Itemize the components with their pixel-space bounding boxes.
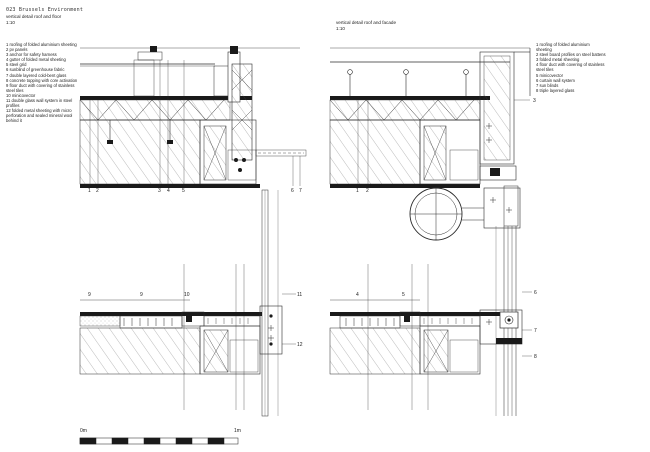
callout-label: 11	[297, 292, 302, 298]
right-view-scale: 1:10	[336, 26, 345, 31]
left-legend: 1 roofing of folded aluminium sheeting 2…	[6, 42, 78, 124]
scale-bar-end-label: 1m	[234, 428, 241, 434]
callout-label: 9	[88, 292, 91, 298]
legend-item: 8 triple layered glass	[536, 87, 575, 93]
callout-label: 5	[182, 188, 185, 194]
callout-label: 8	[534, 354, 537, 360]
callout-label: 1	[356, 188, 359, 194]
callout-label: 7	[299, 188, 302, 194]
callout-label: 4	[356, 292, 359, 298]
callout-label: 2	[366, 188, 369, 194]
legend-item: 7 double layered cold-bent glass	[6, 72, 67, 78]
project-title: 023 Brussels Environment	[6, 7, 84, 13]
callout-label: 3	[158, 188, 161, 194]
legend-item: 1 roofing of folded aluminium sheeting	[6, 42, 77, 47]
left-roof-detail	[79, 46, 307, 417]
right-floor-detail	[329, 291, 532, 375]
legend-item: 6 curtain wall system	[536, 77, 575, 83]
callout-label: 5	[402, 292, 405, 298]
legend-item: 2 pv panels	[6, 47, 28, 53]
scale-bar	[79, 437, 239, 445]
right-legend: 1 roofing of folded aluminium sheeting 2…	[536, 42, 606, 93]
left-floor-detail	[79, 293, 296, 375]
legend-item: 5 steel grid	[6, 62, 27, 68]
left-view-subtitle: vertical detail roof and floor	[6, 14, 62, 19]
right-roof-detail	[329, 47, 531, 416]
callout-label: 4	[167, 188, 170, 194]
legend-item: 6 sunblind of greenhouse fabric	[6, 67, 65, 73]
legend-item: 5 minicovector	[536, 72, 563, 78]
legend-item: 11 double glass wall system in steel pro…	[6, 98, 73, 109]
callout-label: 6	[291, 188, 294, 194]
left-top-leader-lines	[89, 60, 301, 410]
legend-item: 12 folded metal sheeting with micro perf…	[6, 108, 73, 124]
right-view-subtitle: vertical detail roof and facade	[336, 20, 397, 25]
legend-item: 7 sun blinds	[536, 82, 559, 88]
callout-label: 10	[184, 292, 190, 298]
scale-bar-start-label: 0m	[80, 428, 87, 434]
callout-label: 2	[96, 188, 99, 194]
legend-item: 9 floor duct with covering of stainless …	[6, 82, 75, 93]
legend-item: 1 roofing of folded aluminium sheeting	[536, 42, 590, 53]
legend-item: 4 gutter of folded metal sheeting	[6, 57, 66, 63]
callout-label: 1	[88, 188, 91, 194]
legend-item: 2 steel board profiles on steel battens	[536, 52, 606, 58]
left-view-scale: 1:10	[6, 20, 15, 25]
callout-label: 7	[534, 328, 537, 334]
legend-item: 3 folded metal sheeting	[536, 57, 580, 63]
callout-label: 3	[533, 98, 536, 104]
legend-item: 10 minicovector	[6, 92, 36, 98]
callout-label: 9	[140, 292, 143, 298]
callout-label: 6	[534, 290, 537, 296]
legend-item: 3 anchor for safety harness	[6, 52, 57, 58]
legend-item: 4 floor duct with covering of stainless …	[536, 62, 605, 73]
legend-item: 8 concrete topping with core activation	[6, 77, 78, 83]
callout-label: 12	[297, 342, 303, 348]
